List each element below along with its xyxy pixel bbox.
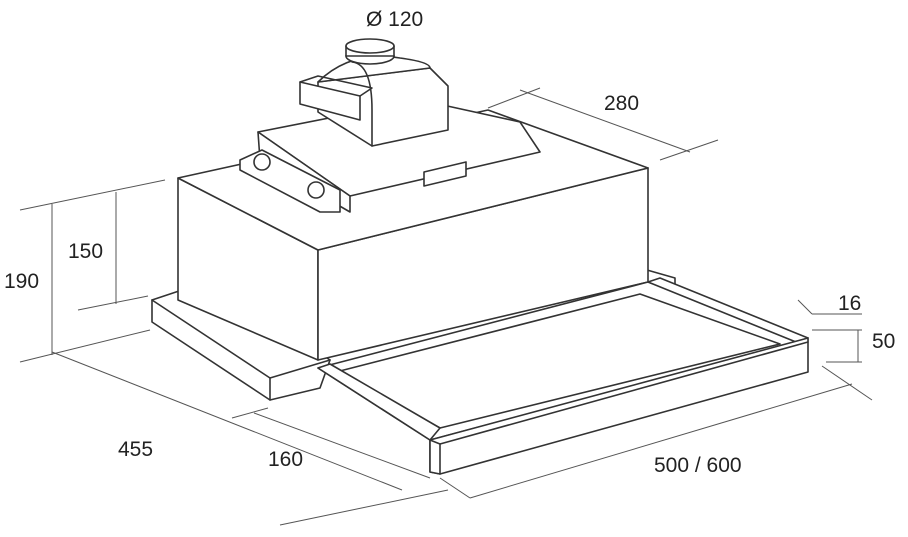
air-outlet xyxy=(299,81,361,121)
label-visor-thickness: 16 xyxy=(838,292,861,315)
visor-front-bar-end xyxy=(429,439,441,475)
label-depth-top: 280 xyxy=(604,92,639,115)
top-slot xyxy=(423,161,467,187)
duct-collar-top xyxy=(345,38,395,54)
label-height-total: 190 xyxy=(4,270,39,293)
label-height-body: 150 xyxy=(68,240,103,263)
label-width: 500 / 600 xyxy=(654,454,742,477)
label-depth-visor: 160 xyxy=(268,448,303,471)
motor-dome xyxy=(317,55,431,83)
label-duct-diameter: Ø 120 xyxy=(366,8,423,31)
dimension-lines xyxy=(19,87,873,526)
dimension-labels: Ø 120 280 190 150 16 50 455 160 500 / 60… xyxy=(4,8,895,477)
hood-body xyxy=(151,38,676,401)
screw-right xyxy=(307,181,325,199)
screw-left xyxy=(253,153,271,171)
label-depth-total: 455 xyxy=(118,438,153,461)
telescopic-visor xyxy=(317,277,809,475)
visor-left-rail xyxy=(317,363,441,441)
label-visor-height: 50 xyxy=(872,330,895,353)
